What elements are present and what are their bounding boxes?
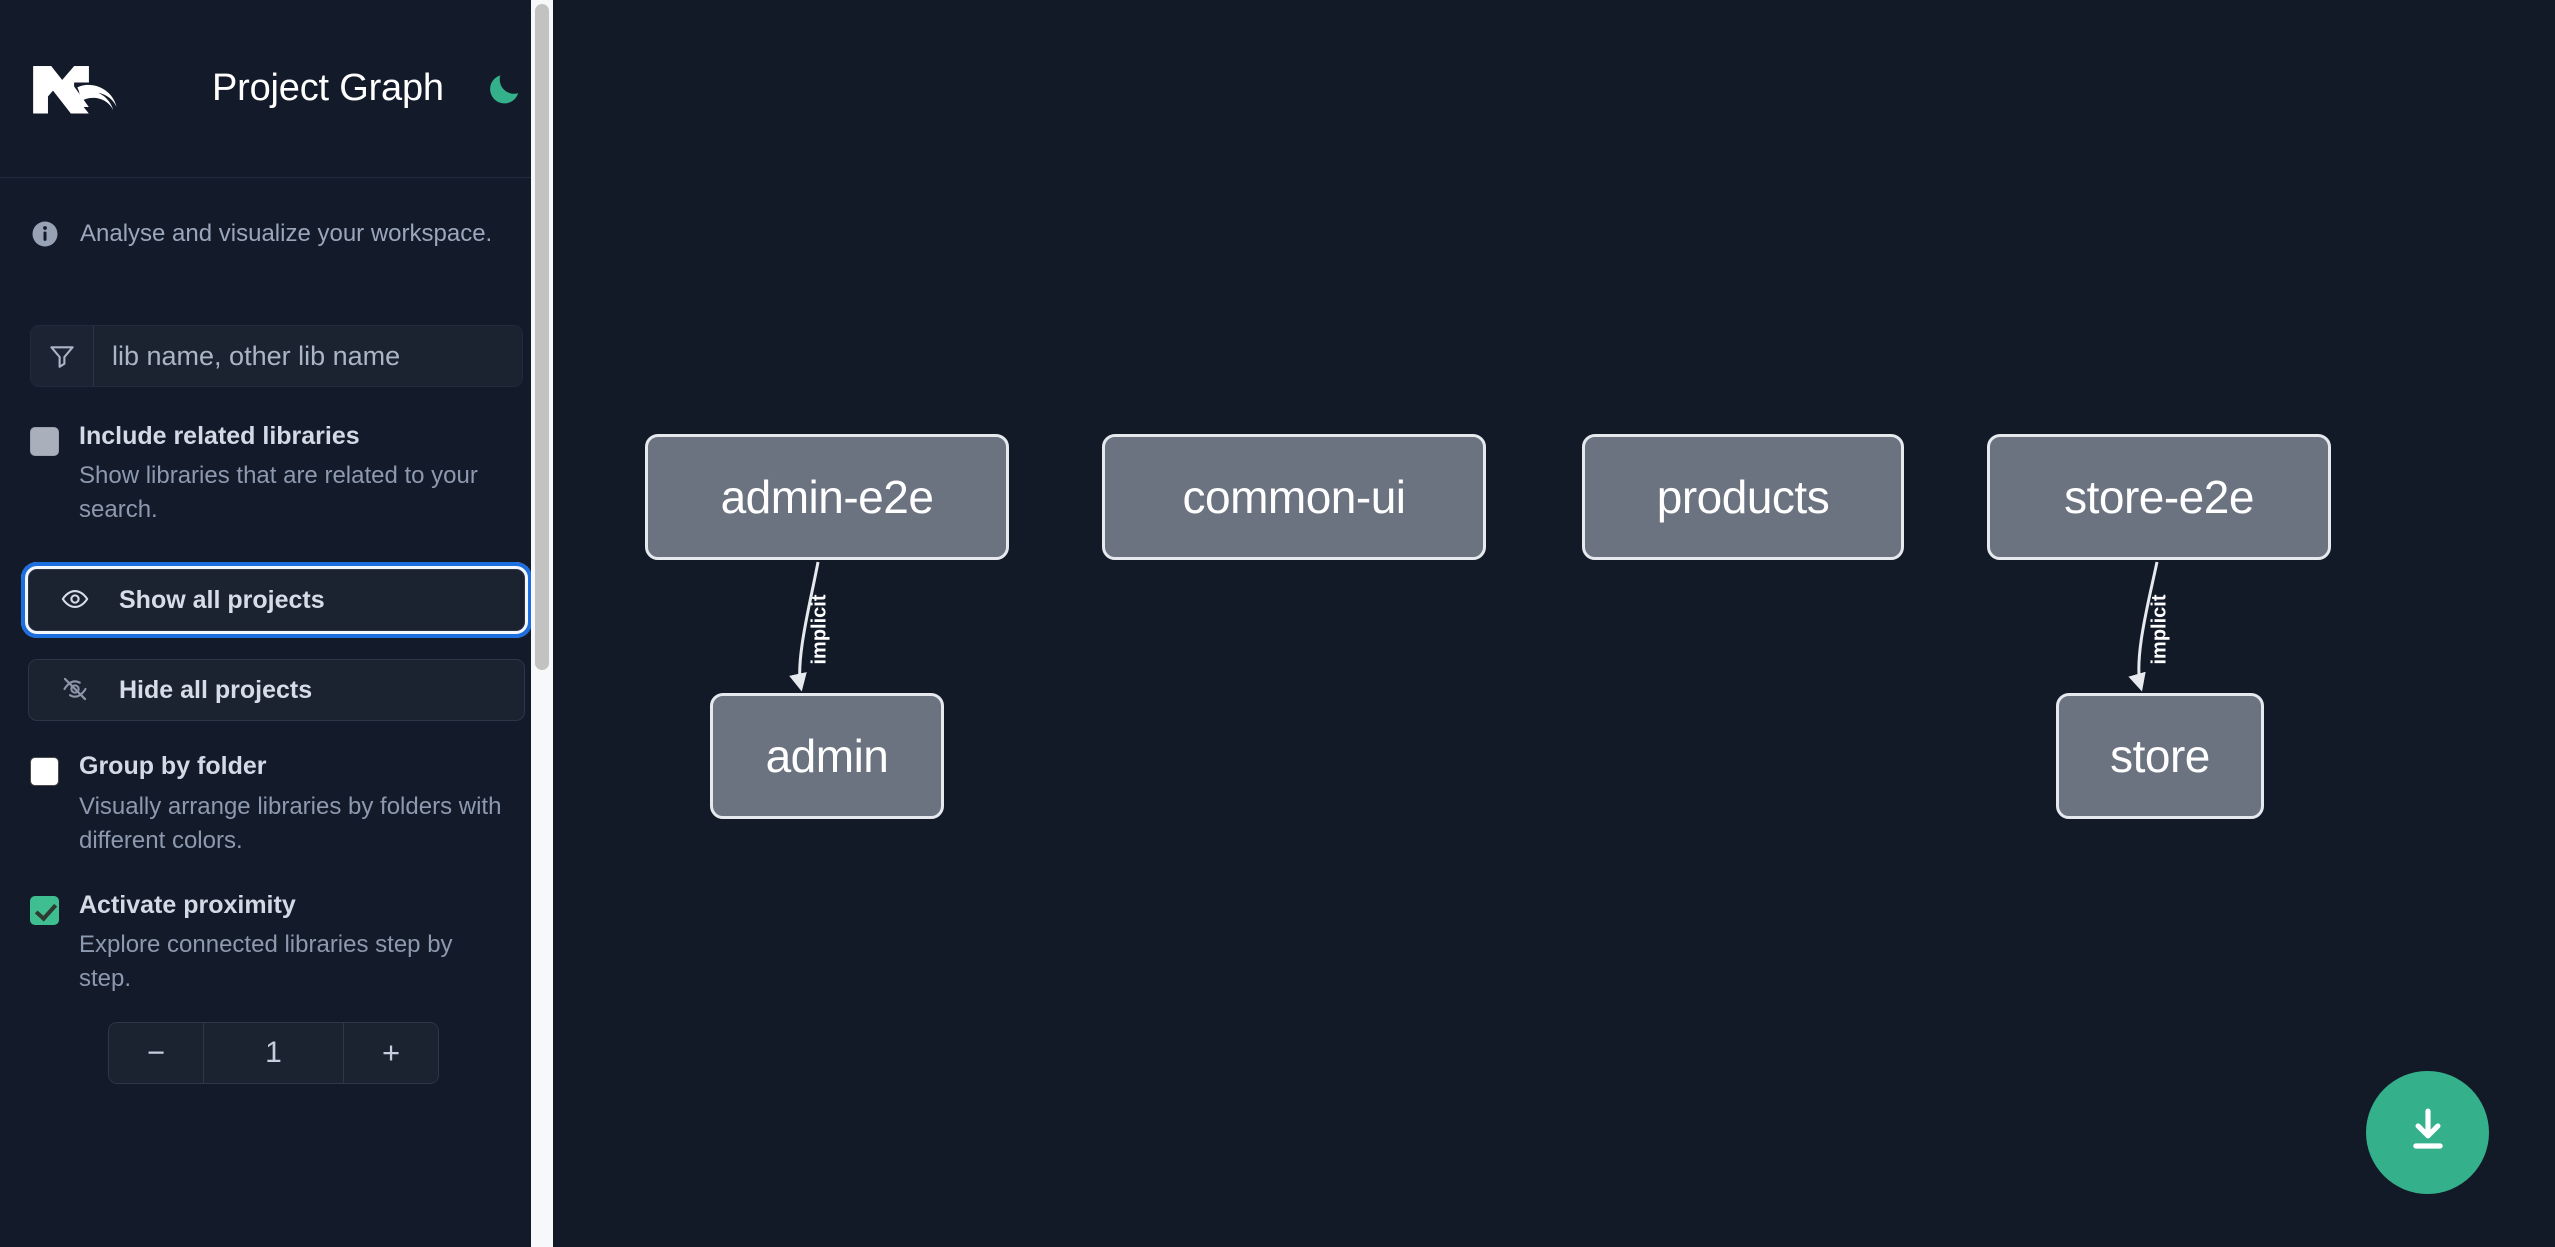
info-circle-icon [30,219,60,249]
graph-node-store[interactable]: store [2056,693,2264,819]
option-activate-proximity[interactable]: Activate proximity Explore connected lib… [0,890,553,996]
search-input[interactable] [94,326,522,386]
option-group-by-folder[interactable]: Group by folder Visually arrange librari… [0,751,553,857]
option-description: Visually arrange libraries by folders wi… [79,792,502,854]
proximity-value: 1 [204,1023,343,1084]
graph-node-admin-e2e[interactable]: admin-e2e [645,434,1009,560]
show-all-projects-label: Show all projects [119,585,325,614]
option-label: Include related libraries [79,422,360,450]
search-field[interactable] [30,325,523,387]
proximity-stepper-wrap: − 1 + [0,1022,553,1085]
eye-off-icon [57,675,93,705]
graph-node-common-ui[interactable]: common-ui [1102,434,1486,560]
sidebar-scrollbar-thumb[interactable] [535,4,549,670]
moon-icon[interactable] [482,67,526,111]
hide-all-projects-label: Hide all projects [119,675,313,704]
proximity-decrement-button[interactable]: − [109,1023,204,1084]
option-label: Group by folder [79,752,267,781]
eye-icon [57,585,93,615]
workspace-info-text: Analyse and visualize your workspace. [80,220,493,248]
edge-store-e2e-store [2128,561,2159,692]
edge-admin-e2e-admin [789,561,820,692]
edge-label-implicit: implicit [808,594,831,665]
group-by-folder-checkbox[interactable] [30,757,59,787]
download-icon [2401,1103,2455,1162]
option-description: Explore connected libraries step by step… [79,931,453,993]
option-include-related-libraries[interactable]: Include related libraries Show libraries… [0,421,553,527]
sidebar-scrollbar-track[interactable] [531,0,553,1247]
graph-node-admin[interactable]: admin [710,693,944,819]
graph-edges-layer [789,561,2159,692]
option-label: Activate proximity [79,890,296,919]
proximity-increment-button[interactable]: + [343,1023,438,1084]
graph-node-store-e2e[interactable]: store-e2e [1987,434,2331,560]
filter-funnel-icon [31,326,94,386]
sidebar-header: Project Graph [0,0,553,178]
include-related-libraries-checkbox[interactable] [30,427,59,456]
download-graph-button[interactable] [2366,1071,2489,1194]
graph-canvas[interactable]: implicit implicit admin-e2e common-ui pr… [553,0,2555,1247]
project-visibility-buttons: Show all projects Hide all projects [0,562,553,722]
option-description: Show libraries that are related to your … [79,462,478,524]
graph-node-products[interactable]: products [1582,434,1904,560]
proximity-stepper: − 1 + [108,1022,439,1085]
show-all-projects-button[interactable]: Show all projects [21,562,532,639]
edge-label-implicit: implicit [2148,594,2171,665]
hide-all-projects-button[interactable]: Hide all projects [28,659,525,722]
nx-logo-icon [30,59,128,119]
sidebar: Project Graph Analyse and visualize your… [0,0,553,1247]
page-title: Project Graph [212,67,444,109]
workspace-info: Analyse and visualize your workspace. [0,178,553,290]
activate-proximity-checkbox[interactable] [30,895,59,925]
